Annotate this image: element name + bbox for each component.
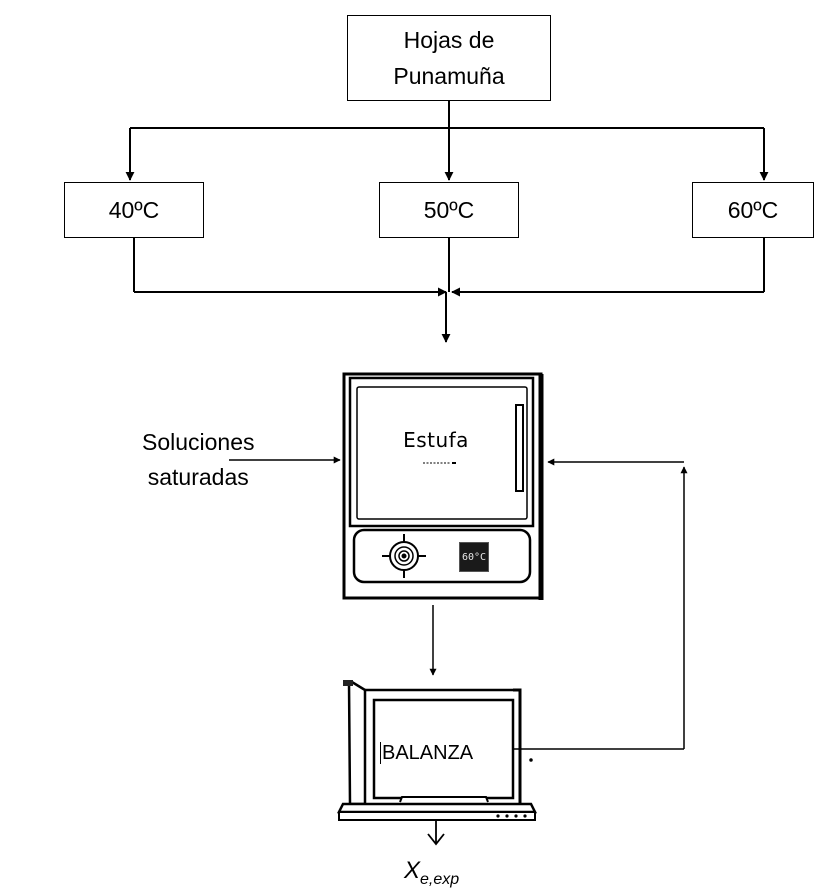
oven-label: Estufa <box>403 428 469 452</box>
source-distribution-lines <box>125 101 769 181</box>
result-subscript: e,exp <box>420 870 460 888</box>
temp-60-box: 60ºC <box>692 182 814 238</box>
temp-50-label: 50ºC <box>423 196 475 223</box>
oven-temp-display: 60°C <box>459 542 489 572</box>
solutions-line-2: saturadas <box>147 464 249 490</box>
source-leaves-box: Hojas de Punamuña <box>347 15 551 101</box>
feedback-loop-arrow <box>513 458 688 762</box>
saturated-solutions-label: Soluciones saturadas <box>142 425 255 495</box>
temp-50-box: 50ºC <box>379 182 519 238</box>
oven-knob-icon <box>382 534 426 578</box>
temp-40-box: 40ºC <box>64 182 204 238</box>
equilibrium-moisture-label: Xe,exp <box>404 857 459 889</box>
temp-40-label: 40ºC <box>108 196 160 223</box>
source-line-1: Hojas de <box>403 27 495 53</box>
merge-lines <box>133 238 765 343</box>
balance-label-box: BALANZA <box>376 732 510 774</box>
result-symbol: X <box>404 857 421 884</box>
source-line-2: Punamuña <box>393 63 505 89</box>
cursor-bar <box>380 742 381 764</box>
balance-label: BALANZA <box>382 741 474 764</box>
oven-illustration <box>342 372 544 600</box>
solutions-line-1: Soluciones <box>142 429 255 455</box>
output-arrow <box>427 820 445 846</box>
temp-60-label: 60ºC <box>727 196 779 223</box>
